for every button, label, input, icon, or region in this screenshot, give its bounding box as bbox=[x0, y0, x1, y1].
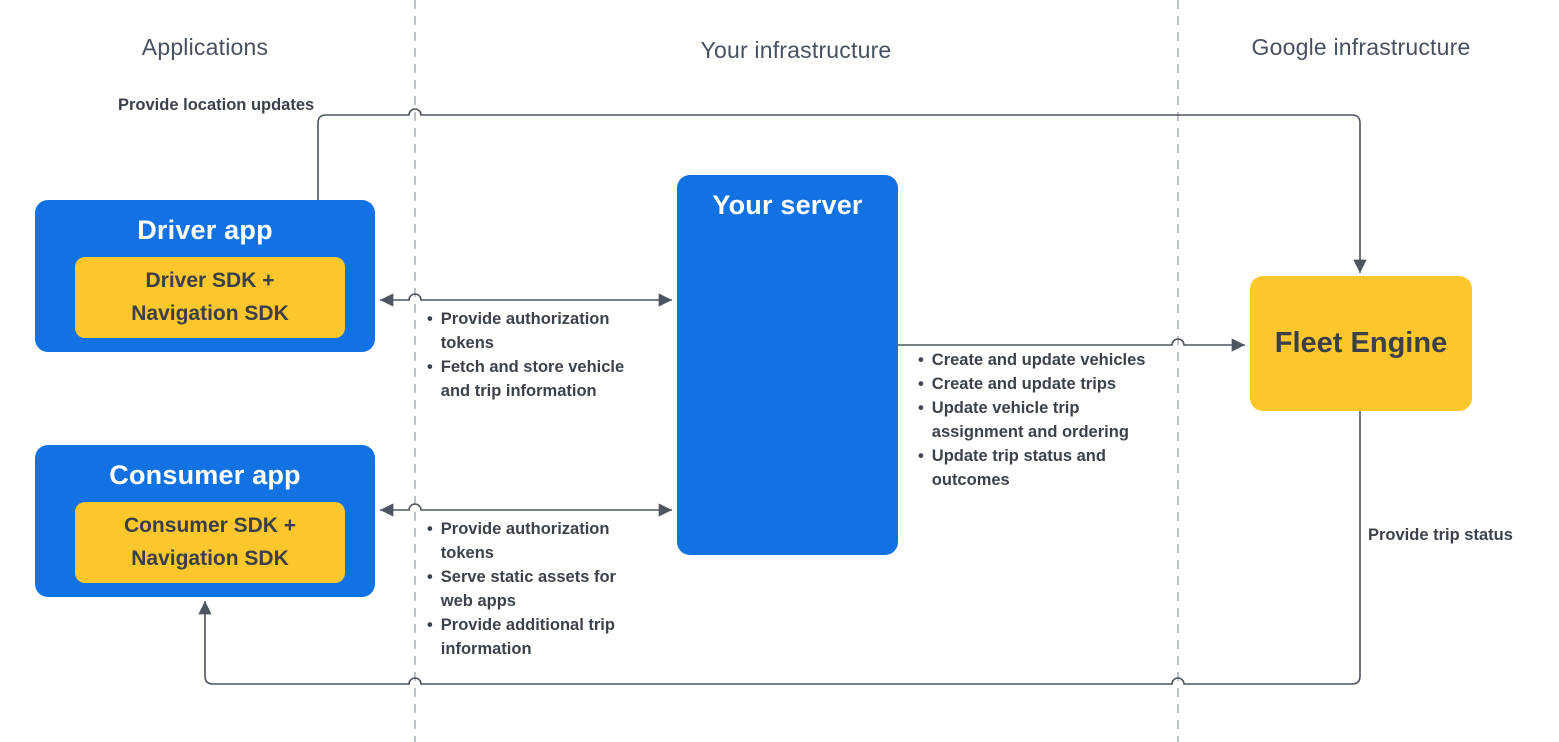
list-item: Fetch and store vehicle and trip informa… bbox=[427, 355, 649, 403]
list-item: Provide authorization tokens bbox=[427, 517, 617, 565]
list-item-text: Provide additional trip information bbox=[440, 616, 615, 658]
label-provide-location-updates: Provide location updates bbox=[118, 96, 315, 114]
node-driver-app: Driver app Driver SDK + Navigation SDK bbox=[35, 200, 375, 352]
column-header-google-infrastructure: Google infrastructure bbox=[1251, 34, 1471, 60]
your-server-title: Your server bbox=[712, 190, 863, 220]
node-fleet-engine: Fleet Engine bbox=[1250, 276, 1472, 411]
list-item: Create and update trips bbox=[918, 372, 1174, 396]
node-consumer-app: Consumer app Consumer SDK + Navigation S… bbox=[35, 445, 375, 597]
list-item: Create and update vehicles bbox=[918, 348, 1174, 372]
list-item: Update vehicle trip assignment and order… bbox=[918, 396, 1174, 444]
list-item-text: Update vehicle trip assignment and order… bbox=[931, 399, 1129, 441]
list-item: Update trip status and outcomes bbox=[918, 444, 1174, 492]
list-item-text: Serve static assets for web apps bbox=[440, 568, 616, 610]
list-item: Serve static assets for web apps bbox=[427, 565, 617, 613]
list-item: Provide additional trip information bbox=[427, 613, 617, 661]
list-item-text: Provide authorization tokens bbox=[440, 310, 610, 352]
column-header-applications: Applications bbox=[141, 34, 269, 60]
edge-list-driver-server: Provide authorization tokens Fetch and s… bbox=[427, 307, 649, 403]
node-driver-sdk: Driver SDK + Navigation SDK bbox=[75, 257, 345, 338]
list-item-text: Provide authorization tokens bbox=[440, 520, 610, 562]
edge-server-fleet bbox=[898, 338, 1245, 352]
list-item-text: Update trip status and outcomes bbox=[931, 447, 1106, 489]
node-your-server: Your server bbox=[677, 175, 898, 555]
edge-driver-server bbox=[380, 293, 672, 307]
list-item-text: Fetch and store vehicle and trip informa… bbox=[440, 358, 625, 400]
driver-app-title: Driver app bbox=[137, 215, 273, 245]
column-header-your-infrastructure: Your infrastructure bbox=[700, 37, 892, 63]
list-item-text: Create and update vehicles bbox=[931, 351, 1146, 369]
list-item: Provide authorization tokens bbox=[427, 307, 649, 355]
edge-driver-to-fleet-location-updates bbox=[317, 108, 1367, 273]
edge-fleet-to-consumer-trip-status bbox=[198, 411, 1361, 685]
label-provide-trip-status: Provide trip status bbox=[1368, 526, 1513, 544]
node-consumer-sdk: Consumer SDK + Navigation SDK bbox=[75, 502, 345, 583]
edge-consumer-server bbox=[380, 503, 672, 517]
edge-list-consumer-server: Provide authorization tokens Serve stati… bbox=[427, 517, 617, 661]
edge-list-server-fleet: Create and update vehicles Create and up… bbox=[918, 348, 1174, 492]
list-item-text: Create and update trips bbox=[931, 375, 1117, 393]
consumer-app-title: Consumer app bbox=[109, 460, 301, 490]
